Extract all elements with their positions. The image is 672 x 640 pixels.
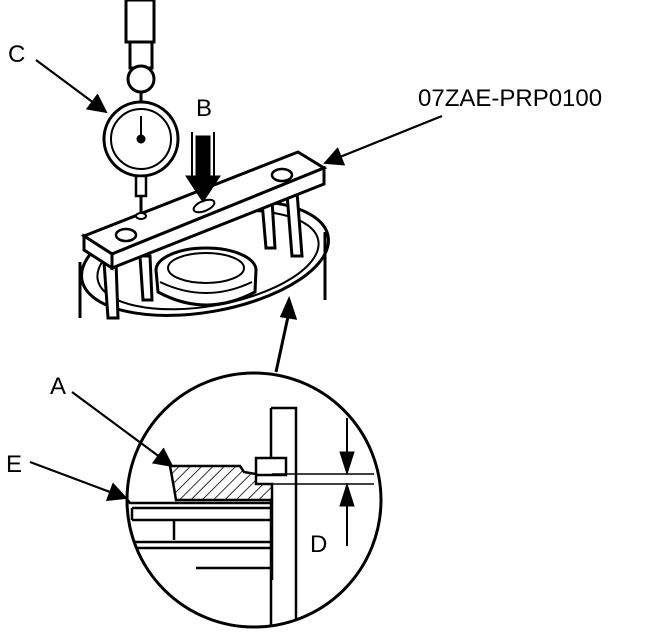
bridge-left-leg [102, 260, 120, 320]
leader-a [71, 391, 174, 468]
leader-e [29, 460, 128, 502]
detail-shim [168, 464, 274, 502]
bearing-groove [159, 281, 253, 294]
bearing-inner-race [167, 252, 245, 284]
indicator-pivot [136, 134, 146, 144]
detail-leaders [29, 391, 174, 502]
bridge-bolt-left [114, 227, 138, 243]
detail-housing [127, 496, 272, 505]
dial-indicator [102, 0, 180, 220]
tool-part-number: 07ZAE-PRP0100 [418, 85, 602, 112]
indicator-stand-knob [126, 64, 156, 94]
indicator-plunger-housing [134, 174, 148, 198]
bridge-beam-side [110, 165, 326, 271]
bridge-left-leg-inner [138, 254, 154, 302]
label-d: D [310, 531, 327, 558]
indicator-stand-collar [128, 40, 154, 70]
label-e: E [6, 451, 22, 478]
bridge-bolt-right [270, 167, 294, 183]
detail-indicator-tip [254, 456, 288, 477]
label-c: C [8, 41, 25, 68]
indicator-stand-upper [124, 0, 156, 44]
bridge-right-leg [285, 190, 304, 258]
detail-view [125, 371, 383, 629]
label-b: B [196, 95, 212, 122]
leader-tool [323, 114, 443, 166]
label-a: A [50, 373, 66, 400]
indicator-tip [135, 212, 147, 220]
upper-leaders [35, 59, 443, 166]
dimension-d-arrows [339, 418, 355, 546]
detail-connector [274, 295, 298, 373]
special-tool-bridge [80, 150, 328, 320]
force-arrow-b [185, 132, 221, 203]
housing-assembly [78, 199, 330, 318]
leader-c [35, 59, 108, 114]
